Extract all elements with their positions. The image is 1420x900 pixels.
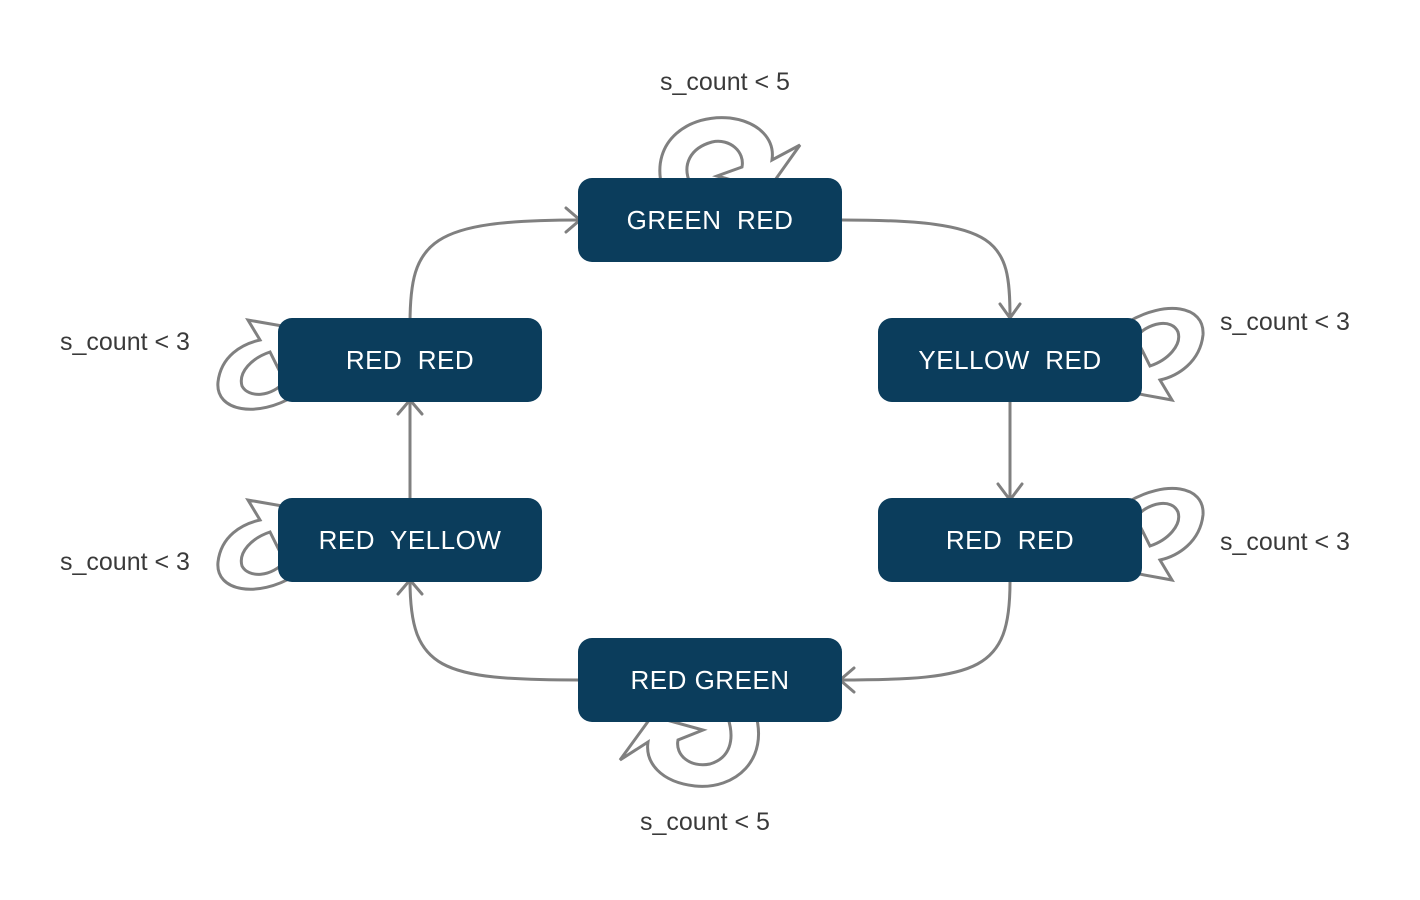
state-yellow-red: YELLOW RED: [878, 318, 1142, 402]
transition-red-red-left-to-green-red: [408, 218, 581, 325]
state-label-red-red-left: RED RED: [345, 344, 475, 375]
guard-label-red-green: s_count < 5: [640, 808, 770, 836]
state-red-red-left: RED RED: [278, 318, 542, 402]
self-loop-arrow-yellow-red: [1126, 307, 1205, 403]
state-label-red-green: RED GREEN: [630, 664, 790, 695]
state-red-green: RED GREEN: [578, 638, 842, 722]
transition-green-red-to-yellow-red: [841, 218, 1012, 319]
transition-red-green-to-red-yellow: [408, 579, 581, 682]
self-loop-arrow-red-yellow: [216, 497, 297, 591]
state-label-red-yellow: RED YELLOW: [318, 524, 502, 555]
state-label-yellow-red: YELLOW RED: [918, 344, 1102, 375]
self-loop-arrow-red-red-right: [1126, 487, 1205, 583]
self-loop-arrow-red-red-left: [216, 317, 297, 411]
state-label-green-red: GREEN RED: [626, 204, 794, 235]
transition-red-red-right-to-red-green: [839, 581, 1012, 682]
state-label-red-red-right: RED RED: [945, 524, 1075, 555]
guard-label-green-red: s_count < 5: [660, 68, 790, 96]
guard-label-red-red-left: s_count < 3: [60, 328, 190, 356]
guard-label-red-yellow: s_count < 3: [60, 548, 190, 576]
state-green-red: GREEN RED: [578, 178, 842, 262]
state-red-yellow: RED YELLOW: [278, 498, 542, 582]
guard-label-yellow-red: s_count < 3: [1220, 308, 1350, 336]
guard-label-red-red-right: s_count < 3: [1220, 528, 1350, 556]
self-loop-arrow-red-green: [618, 710, 761, 788]
self-loop-arrow-green-red: [658, 116, 802, 192]
state-red-red-right: RED RED: [878, 498, 1142, 582]
